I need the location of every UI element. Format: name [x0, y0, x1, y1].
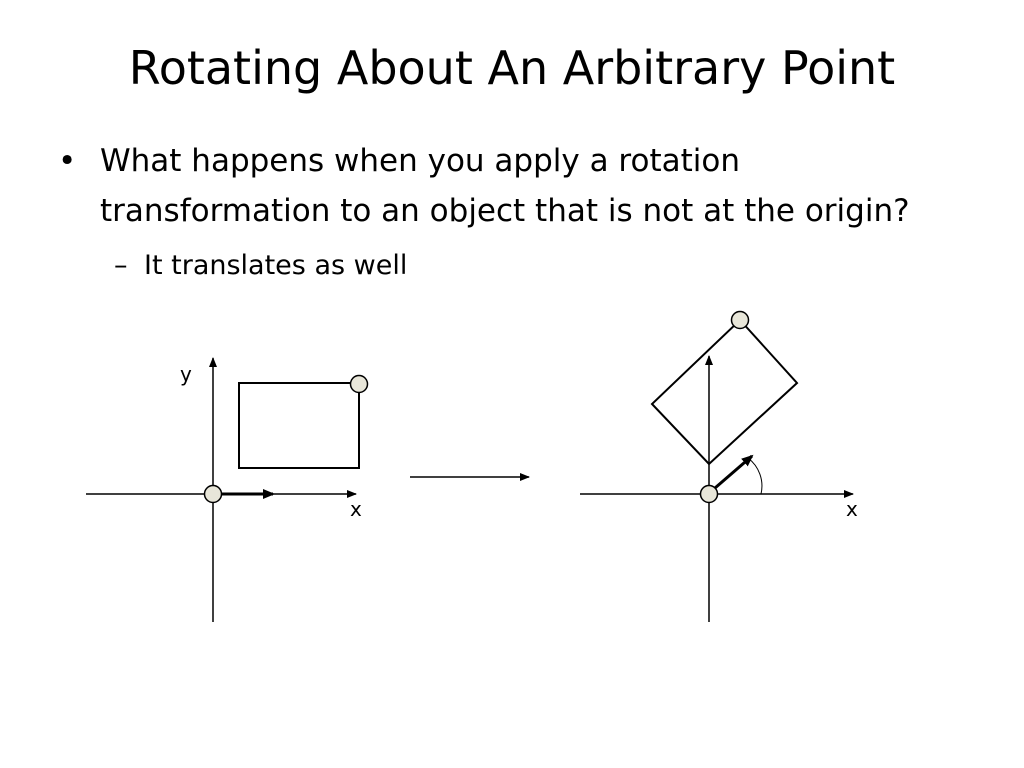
before-diagram: y x: [86, 357, 369, 622]
before-y-axis-label: y: [180, 362, 192, 386]
after-rotated-rectangle: [650, 318, 799, 466]
after-x-axis-label: x: [846, 497, 858, 521]
after-rotation-angle-arc: [747, 457, 763, 495]
bullet-item: • What happens when you apply a rotation…: [58, 136, 958, 236]
bullet-marker: •: [58, 143, 77, 179]
after-orientation-arrow: [714, 454, 754, 490]
slide-title: Rotating About An Arbitrary Point: [128, 41, 896, 95]
sub-bullet-item: – It translates as well: [114, 246, 958, 286]
after-corner-point: [730, 310, 750, 330]
before-x-axis-label: x: [350, 497, 362, 521]
bullet-list: • What happens when you apply a rotation…: [58, 136, 958, 286]
before-rectangle: [238, 382, 360, 469]
sub-bullet-marker: –: [114, 250, 128, 281]
bullet-text: What happens when you apply a rotation t…: [100, 143, 910, 229]
before-corner-point: [349, 374, 369, 394]
sub-bullet-text: It translates as well: [144, 250, 408, 281]
before-origin-point: [203, 484, 223, 504]
after-diagram: x: [580, 310, 858, 622]
after-origin-point: [699, 484, 719, 504]
